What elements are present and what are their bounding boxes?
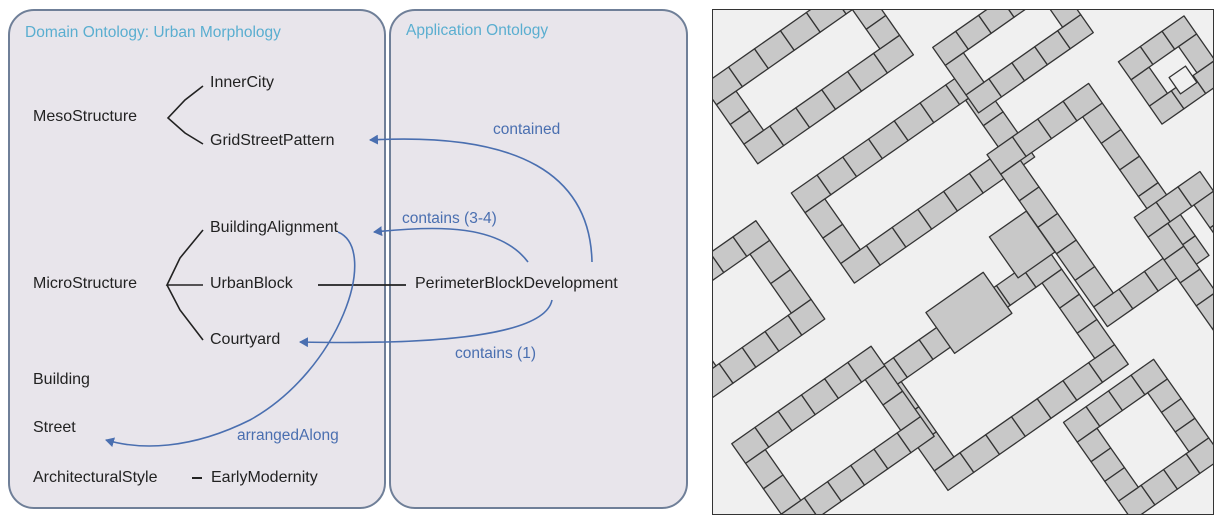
- term-building: Building: [33, 371, 90, 388]
- building: [1008, 10, 1026, 18]
- relation-arranged-along-label: arrangedAlong: [237, 427, 339, 444]
- application-ontology-panel: [389, 9, 688, 509]
- domain-ontology-panel: [8, 9, 386, 509]
- contains-3-4-arrow: [373, 226, 529, 263]
- term-street: Street: [33, 419, 76, 436]
- building: [1049, 10, 1082, 28]
- ontology-connectors: [105, 85, 593, 479]
- term-inner-city: InnerCity: [210, 74, 275, 91]
- term-building-alignment: BuildingAlignment: [210, 219, 339, 236]
- building: [1193, 190, 1213, 229]
- building: [882, 390, 922, 432]
- arranged-along-arrow: [105, 231, 356, 448]
- term-meso-structure: MesoStructure: [33, 108, 138, 125]
- building: [770, 269, 812, 314]
- term-perimeter-block-development: PerimeterBlockDevelopment: [415, 275, 618, 292]
- building: [1177, 33, 1213, 74]
- building: [1195, 293, 1213, 330]
- micro-structure-branch: [165, 229, 204, 341]
- building: [1130, 66, 1169, 107]
- building: [944, 52, 985, 96]
- building-large: [925, 271, 1013, 355]
- domain-ontology-title: Domain Ontology: Urban Morphology: [25, 24, 281, 41]
- urban-block-map-drawing: [713, 10, 1213, 514]
- building: [1209, 225, 1213, 234]
- meso-structure-branch: [166, 85, 204, 145]
- term-micro-structure: MicroStructure: [33, 275, 138, 292]
- courtyard-void: [1168, 65, 1198, 95]
- building: [729, 110, 765, 145]
- building: [1074, 265, 1114, 308]
- building: [1179, 268, 1213, 307]
- application-ontology-title: Application Ontology: [406, 22, 549, 39]
- building: [822, 223, 861, 265]
- urban-block-map: [712, 9, 1214, 515]
- term-urban-block: UrbanBlock: [210, 275, 293, 292]
- building-large: [988, 210, 1056, 279]
- building: [1076, 318, 1116, 360]
- building: [762, 474, 802, 514]
- building: [1174, 417, 1210, 453]
- relation-contains-3-4-label: contains (3-4): [402, 210, 497, 227]
- contained-arrow: [369, 134, 593, 263]
- building: [713, 360, 717, 369]
- term-courtyard: Courtyard: [210, 331, 281, 348]
- building: [842, 10, 853, 15]
- building: [1104, 466, 1139, 502]
- relation-contains-1-label: contains (1): [455, 345, 536, 362]
- contains-1-arrow: [299, 299, 553, 348]
- term-early-modernity: EarlyModernity: [211, 469, 318, 486]
- building: [865, 14, 901, 50]
- term-architectural-style: ArchitecturalStyle: [33, 469, 158, 486]
- relation-contained-label: contained: [493, 121, 561, 138]
- term-grid-street-pattern: GridStreetPattern: [210, 132, 335, 149]
